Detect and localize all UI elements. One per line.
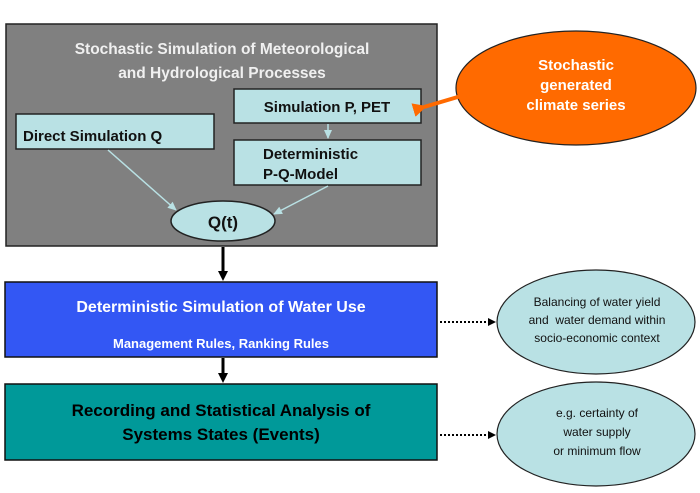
certainty-line2: water supply [562, 425, 630, 439]
direct-simulation-q-label: Direct Simulation Q [23, 128, 163, 145]
arrow-direct-to-qt [107, 149, 177, 211]
climate-series-line3: climate series [526, 97, 625, 114]
qt-node[interactable]: Q(t) [170, 200, 276, 242]
qt-label: Q(t) [208, 213, 238, 232]
balancing-line3: socio-economic context [534, 331, 660, 345]
water-use-box[interactable] [4, 281, 438, 358]
simulation-p-pet-box[interactable] [233, 88, 422, 124]
certainty-ellipse [496, 381, 696, 487]
climate-series-line2: generated [540, 77, 612, 94]
stochastic-simulation-panel: Stochastic Simulation of Meteorological … [5, 23, 438, 247]
recording-line2: Systems States (Events) [122, 425, 319, 444]
direct-simulation-q-box[interactable] [15, 113, 215, 150]
certainty-line3: or minimum flow [553, 444, 641, 458]
stochastic-panel-title-line2: and Hydrological Processes [118, 65, 326, 82]
climate-series-line1: Stochastic [538, 57, 614, 74]
balancing-line1: Balancing of water yield [534, 295, 661, 309]
balancing-note: Balancing of water yield and water deman… [496, 269, 696, 375]
climate-series-node[interactable]: Stochastic generated climate series [455, 30, 697, 146]
certainty-line1: e.g. certainty of [556, 406, 639, 420]
water-use-title: Deterministic Simulation of Water Use [76, 299, 365, 316]
deterministic-pq-model-line1: Deterministic [263, 146, 358, 163]
arrow-deterministic-to-qt [273, 185, 329, 215]
recording-node[interactable]: Recording and Statistical Analysis of Sy… [4, 383, 438, 461]
deterministic-pq-model-node[interactable]: Deterministic P-Q-Model [233, 139, 422, 186]
certainty-note: e.g. certainty of water supply or minimu… [496, 381, 696, 487]
simulation-p-pet-node[interactable]: Simulation P, PET [233, 88, 422, 124]
qt-ellipse[interactable] [170, 200, 276, 242]
recording-line1: Recording and Statistical Analysis of [72, 401, 371, 420]
balancing-ellipse [496, 269, 696, 375]
stochastic-panel-title-line1: Stochastic Simulation of Meteorological [75, 41, 370, 58]
direct-simulation-q-node[interactable]: Direct Simulation Q [15, 113, 215, 150]
deterministic-pq-model-box[interactable] [233, 139, 422, 186]
deterministic-pq-model-line2: P-Q-Model [263, 166, 338, 183]
balancing-line2: and water demand within [529, 313, 666, 327]
water-use-node[interactable]: Deterministic Simulation of Water Use Ma… [4, 281, 438, 358]
water-use-subtitle: Management Rules, Ranking Rules [113, 336, 329, 351]
recording-box[interactable] [4, 383, 438, 461]
climate-series-ellipse[interactable] [455, 30, 697, 146]
simulation-p-pet-label: Simulation P, PET [264, 99, 390, 116]
arrow-climate-to-simulation [411, 89, 479, 117]
